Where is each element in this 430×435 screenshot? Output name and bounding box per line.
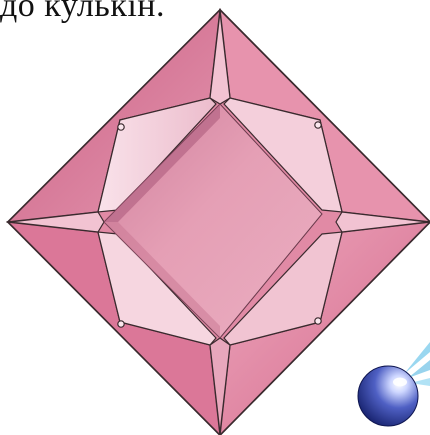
marker-dot — [315, 122, 321, 128]
marker-dot — [118, 124, 124, 130]
marker-dot — [118, 321, 124, 327]
blue-ball-icon — [358, 342, 430, 426]
marker-dot — [315, 318, 321, 324]
